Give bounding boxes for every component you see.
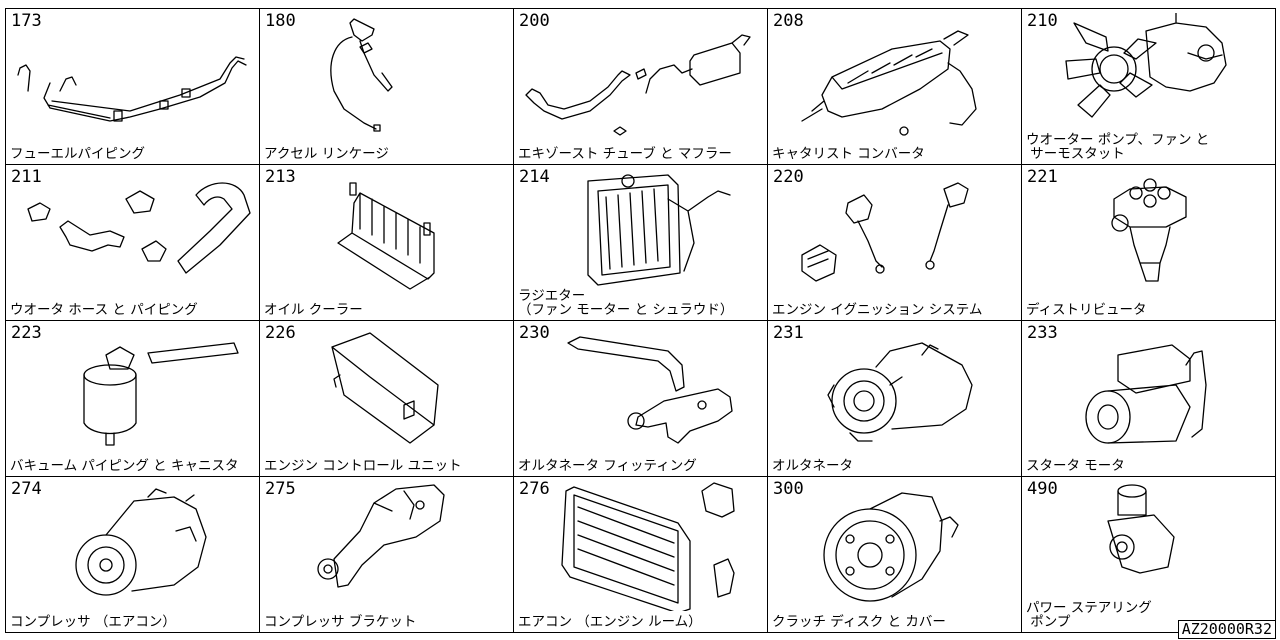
part-name: オルタネータ (772, 458, 853, 474)
ac-engine-room-icon (561, 482, 735, 611)
part-code: 223 (11, 323, 42, 343)
part-cell-274[interactable]: 274 コンプレッサ （エアコン） (5, 476, 260, 633)
part-cell-180[interactable]: 180 アクセル リンケージ (259, 8, 514, 165)
part-name: オイル クーラー (264, 302, 363, 318)
starter-motor-icon (1085, 344, 1207, 444)
part-name: ウオータ ホース と パイピング (10, 302, 198, 318)
part-name: バキューム パイピング と キャニスタ (10, 458, 239, 474)
part-name: フューエルパイピング (10, 146, 145, 162)
part-code: 214 (519, 167, 550, 187)
part-name: ディストリビュータ (1026, 302, 1147, 318)
part-name: ラジエター （ファン モーター と シュラウド） (518, 288, 734, 318)
part-cell-276[interactable]: 276 エアコン （エンジン ルーム） (513, 476, 768, 633)
vacuum-canister-icon (83, 342, 239, 446)
part-name: エンジン コントロール ユニット (264, 458, 462, 474)
part-cell-226[interactable]: 226 エンジン コントロール ユニット (259, 320, 514, 477)
distributor-icon (1111, 178, 1187, 282)
exhaust-muffler-icon (525, 34, 751, 136)
part-code: 200 (519, 11, 550, 31)
reference-code: AZ20000R32 (1177, 620, 1276, 639)
accelerator-linkage-icon (330, 18, 393, 132)
part-cell-211[interactable]: 211 ウオータ ホース と パイピング (5, 164, 260, 321)
part-cell-221[interactable]: 221 ディストリビュータ (1021, 164, 1276, 321)
part-name: エキゾースト チューブ と マフラー (518, 146, 732, 162)
part-code: 276 (519, 479, 550, 499)
part-cell-230[interactable]: 230 オルタネータ フィッティング (513, 320, 768, 477)
part-code: 211 (11, 167, 42, 187)
power-steering-pump-icon (1107, 484, 1175, 574)
part-code: 173 (11, 11, 42, 31)
part-name: クラッチ ディスク と カバー (772, 614, 946, 630)
part-name: キャタリスト コンバータ (772, 146, 925, 162)
part-cell-233[interactable]: 233 スタータ モータ (1021, 320, 1276, 477)
part-code: 275 (265, 479, 296, 499)
oil-cooler-icon (337, 182, 435, 290)
part-name: ウオーター ポンプ、ファン と サーモスタット (1026, 132, 1210, 162)
fuel-piping-icon (17, 56, 247, 122)
part-code: 208 (773, 11, 804, 31)
catalytic-converter-icon (801, 30, 977, 136)
part-code: 274 (11, 479, 42, 499)
radiator-icon (587, 174, 731, 286)
part-cell-173[interactable]: 173 フューエルパイピング (5, 8, 260, 165)
part-code: 221 (1027, 167, 1058, 187)
alternator-icon (827, 342, 973, 442)
part-cell-213[interactable]: 213 オイル クーラー (259, 164, 514, 321)
ignition-system-icon (801, 182, 969, 282)
part-code: 213 (265, 167, 296, 187)
water-pump-fan-icon (1065, 13, 1227, 118)
part-cell-210[interactable]: 210 ウオーター ポンプ、ファン と サーモスタット (1021, 8, 1276, 165)
part-code: 300 (773, 479, 804, 499)
part-cell-220[interactable]: 220 エンジン イグニッション システム (767, 164, 1022, 321)
part-cell-300[interactable]: 300 クラッチ ディスク と カバー (767, 476, 1022, 633)
part-cell-214[interactable]: 214 ラジエター （ファン モーター と シュラウド） (513, 164, 768, 321)
part-code: 490 (1027, 479, 1058, 499)
part-code: 210 (1027, 11, 1058, 31)
engine-control-unit-icon (331, 332, 439, 444)
part-name: コンプレッサ ブラケット (264, 614, 417, 630)
water-hose-icon (27, 182, 251, 274)
clutch-disc-icon (823, 492, 959, 602)
part-code: 226 (265, 323, 296, 343)
part-code: 230 (519, 323, 550, 343)
part-cell-223[interactable]: 223 バキューム パイピング と キャニスタ (5, 320, 260, 477)
part-cell-200[interactable]: 200 エキゾースト チューブ と マフラー (513, 8, 768, 165)
parts-grid: 173 フューエルパイピング 180 アクセル リンケージ 200 エキゾースト チューブ… (5, 8, 1276, 633)
part-name: エアコン （エンジン ルーム） (518, 614, 702, 630)
part-code: 180 (265, 11, 296, 31)
part-cell-231[interactable]: 231 オルタネータ (767, 320, 1022, 477)
compressor-bracket-icon (317, 484, 445, 588)
part-cell-275[interactable]: 275 コンプレッサ ブラケット (259, 476, 514, 633)
part-name: コンプレッサ （エアコン） (10, 614, 176, 630)
part-code: 233 (1027, 323, 1058, 343)
alternator-fitting-icon (567, 336, 733, 444)
part-code: 231 (773, 323, 804, 343)
part-cell-490[interactable]: 490 パワー ステアリング ポンプ (1021, 476, 1276, 633)
part-cell-208[interactable]: 208 キャタリスト コンバータ (767, 8, 1022, 165)
part-name: パワー ステアリング ポンプ (1026, 600, 1152, 630)
part-code: 220 (773, 167, 804, 187)
part-name: アクセル リンケージ (264, 146, 389, 162)
part-name: スタータ モータ (1026, 458, 1125, 474)
ac-compressor-icon (75, 488, 207, 596)
part-name: エンジン イグニッション システム (772, 302, 983, 318)
part-name: オルタネータ フィッティング (518, 458, 697, 474)
